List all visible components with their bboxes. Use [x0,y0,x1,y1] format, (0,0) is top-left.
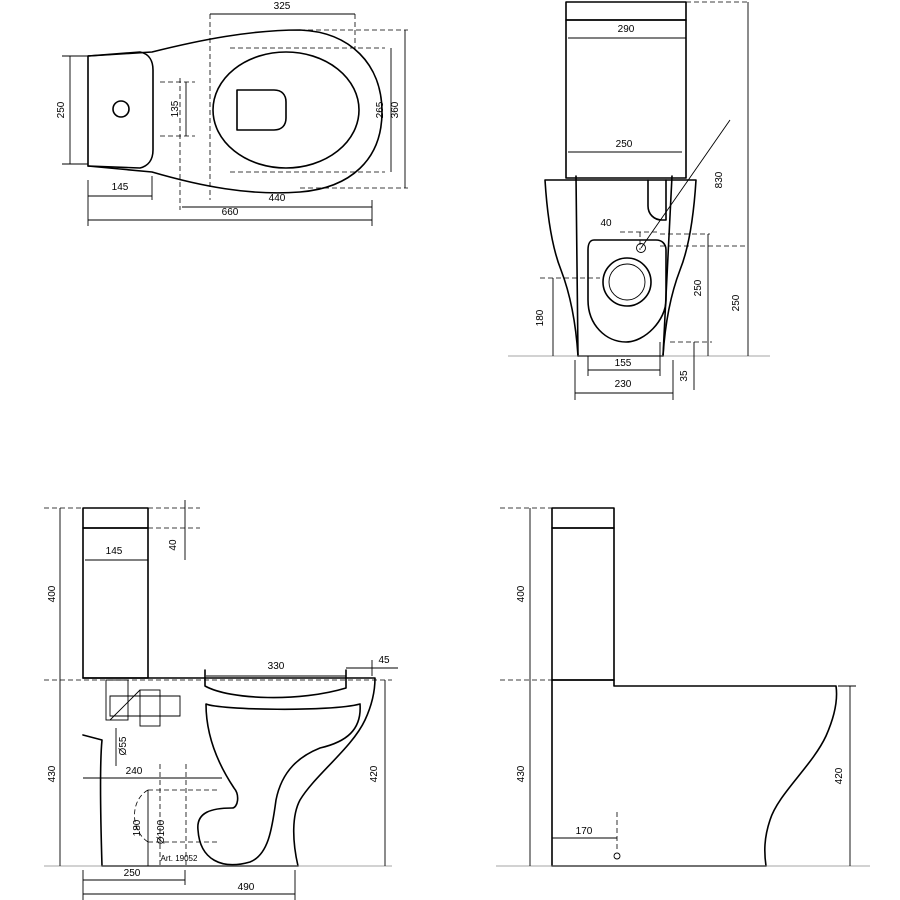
section-body-outline [82,677,376,867]
dim-section-145: 145 [106,546,123,557]
top-tank [87,51,154,169]
top-view: 325 250 135 265 360 145 440 660 [56,1,408,226]
section-flush-valve [105,679,129,721]
top-body-outline [87,29,383,194]
top-seat [212,51,360,169]
side-view: 400 430 420 170 [496,507,870,867]
dim-d55: Ø55 [118,736,129,755]
dim-section-40: 40 [168,539,179,551]
dim-side-430: 430 [516,765,527,782]
side-tank [551,527,615,681]
dim-side-420: 420 [834,767,845,784]
dim-section-400: 400 [47,585,58,602]
dim-145: 145 [112,182,129,193]
dim-180: 180 [535,309,546,326]
dim-250: 250 [56,101,67,118]
top-lid-cutout [236,89,287,131]
dim-360: 360 [390,101,401,118]
dim-40: 40 [600,218,612,229]
dim-35: 35 [679,370,690,382]
section-tank-lid [82,507,149,529]
front-outlet-oval [587,239,667,343]
dim-325: 325 [274,1,291,12]
dim-490: 490 [238,882,255,893]
front-view: 290 250 830 40 250 250 180 155 230 35 [508,1,770,400]
front-tank [565,19,687,179]
dim-floor-250: 250 [731,294,742,311]
dim-outlet-250: 250 [693,279,704,296]
dim-330: 330 [268,661,285,672]
dim-290: 290 [618,24,635,35]
dim-front-250: 250 [616,139,633,150]
dim-side-400: 400 [516,585,527,602]
front-outlet-inner [608,263,646,301]
section-bowl [197,703,361,866]
front-inlet [636,243,646,253]
side-body-outline [551,679,838,867]
dim-265: 265 [375,101,386,118]
dim-section-180: 180 [132,819,143,836]
dim-section-420: 420 [369,765,380,782]
dim-45: 45 [378,655,390,666]
dim-830: 830 [714,171,725,188]
front-outlet-outer [602,257,652,307]
front-bowl [544,179,697,357]
dim-170: 170 [576,826,593,837]
side-section: 145 40 400 330 45 Ø55 430 420 240 180 Ø1… [44,500,398,900]
dim-240: 240 [126,766,143,777]
side-fixing-hole [613,852,621,860]
dim-section-250: 250 [124,868,141,879]
dim-440: 440 [269,193,286,204]
dim-230: 230 [615,379,632,390]
dim-660: 660 [222,207,239,218]
dim-d100: Ø100 [156,819,167,844]
side-tank-lid [551,507,615,529]
dim-135: 135 [170,100,181,117]
front-tank-lid [565,1,687,21]
top-flush-hole [112,100,130,118]
dim-155: 155 [615,358,632,369]
dim-section-430: 430 [47,765,58,782]
article-number: Art. 19052 [161,854,198,863]
section-inlet-pipe [139,689,161,727]
